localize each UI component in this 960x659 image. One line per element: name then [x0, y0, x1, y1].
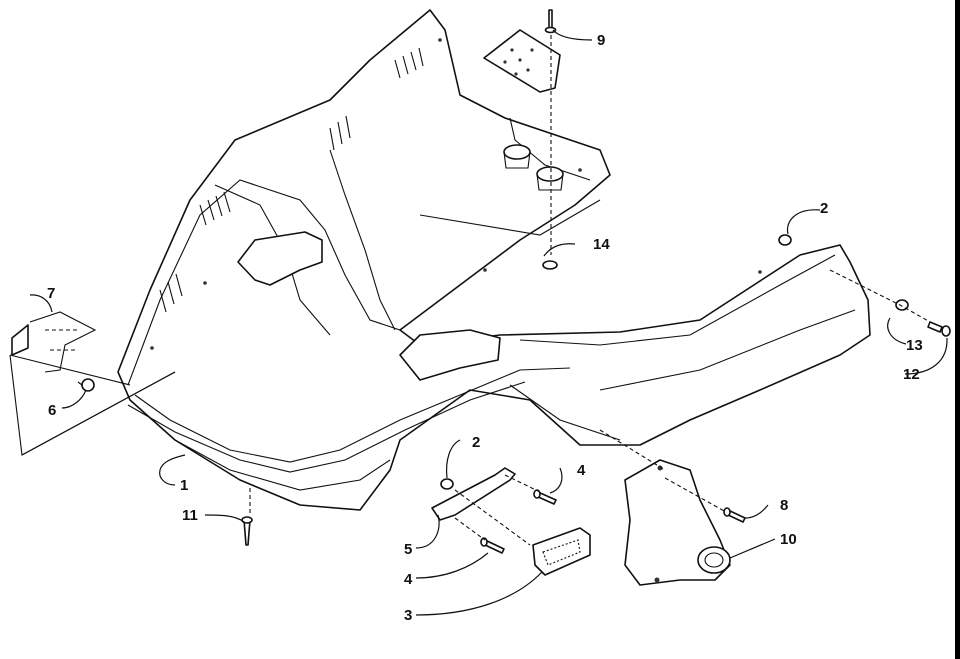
callout-14: 14 — [593, 236, 610, 253]
washer-2-top — [778, 234, 792, 246]
callout-5: 5 — [404, 541, 412, 558]
callout-1: 1 — [180, 477, 188, 494]
leader-lines — [29, 29, 948, 616]
push-rivet-9 — [544, 9, 557, 34]
callout-2-top: 2 — [820, 200, 828, 217]
callout-8: 8 — [780, 497, 788, 514]
callout-9: 9 — [597, 32, 605, 49]
vent-cover-10 — [624, 459, 731, 586]
callout-11: 11 — [182, 507, 198, 524]
bracket-7 — [11, 311, 97, 373]
callout-6: 6 — [48, 402, 56, 419]
plate-holes — [503, 48, 534, 76]
callout-10: 10 — [780, 531, 797, 548]
callout-4-upper: 4 — [577, 462, 586, 479]
callout-12: 12 — [903, 366, 920, 383]
shim-plate — [483, 29, 561, 93]
screw-6 — [77, 378, 95, 392]
rivet-8 — [723, 507, 746, 523]
bracket-5 — [431, 467, 516, 521]
washer-2-lower — [440, 478, 454, 490]
dash-line-screw-12 — [829, 269, 931, 323]
screw-12 — [927, 321, 951, 337]
right-edge-bar — [955, 0, 960, 659]
callout-2-lower: 2 — [472, 434, 480, 451]
callout-4-lower: 4 — [404, 571, 413, 588]
washer-13 — [895, 299, 909, 311]
callout-3: 3 — [404, 607, 412, 624]
rivet-4-lower — [480, 537, 505, 554]
reflector-3 — [532, 527, 591, 576]
washer-14 — [542, 260, 558, 270]
assembly-lines — [9, 354, 727, 546]
callout-13: 13 — [906, 337, 923, 354]
callout-7: 7 — [47, 285, 55, 302]
belly-pan — [117, 9, 871, 511]
